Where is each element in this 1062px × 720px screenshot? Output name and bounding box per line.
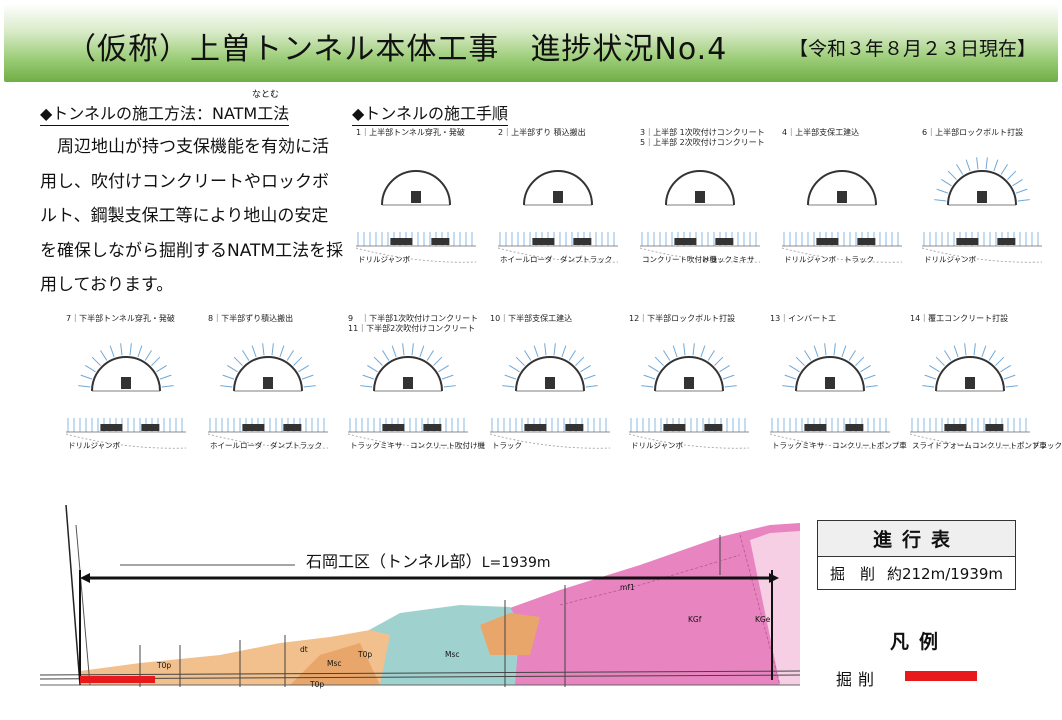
step-panel: 4｜上半部支保工建込ドリルジャンボトラック xyxy=(778,128,906,268)
machine-label: トラック xyxy=(844,255,874,264)
method-description: 周辺地山が持つ支保機能を有効に活用し、吹付けコンクリートやロックボルト、鋼製支保… xyxy=(40,137,344,295)
step-label: 6｜上半部ロックボルト打設 xyxy=(922,128,1024,137)
step-panel: 13｜インバートエトラックミキサコンクリートポンプ車 xyxy=(766,314,907,454)
geo-layer-pink xyxy=(490,523,800,685)
profile-title: 石岡工区（トンネル部）L=1939m xyxy=(306,548,550,572)
geo-label: KGe xyxy=(755,615,771,624)
section-name: 石岡工区（トンネル部） xyxy=(306,552,482,571)
progress-row-value: 約212m/1939m xyxy=(886,565,1004,583)
geo-label: mf1 xyxy=(620,583,635,592)
step-panel: 8｜下半部ずり積込搬出ホイールローダダンプトラック xyxy=(204,314,332,454)
step-panel: 7｜下半部トンネル穿孔・発破ドリルジャンボ xyxy=(62,314,190,454)
step-panel: 12｜下半部ロックボルト打設ドリルジャンボ xyxy=(625,314,753,454)
geo-layer-light-pink xyxy=(750,531,800,685)
machine-label: コンクリート吹付け機 xyxy=(410,441,485,450)
machine-label: ドリルジャンボ xyxy=(784,255,837,264)
step-label: 4｜上半部支保工建込 xyxy=(782,128,860,137)
report-date: 【令和３年８月２３日現在】 xyxy=(788,38,1036,60)
step-label: 9 ｜下半部1次吹付けコンクリート 11｜下半部2次吹付けコンクリート xyxy=(348,314,479,333)
ruby-reading: なとむ xyxy=(252,90,280,100)
geo-label: Msc xyxy=(327,659,342,668)
step-panel: 2｜上半部ずり 積込搬出ホイールローダダンプトラック xyxy=(494,128,622,268)
section-length: L=1939m xyxy=(481,555,551,571)
legend-item-label: 掘削 xyxy=(836,670,881,689)
progress-row: 掘 削 約212m/1939m xyxy=(818,557,1015,590)
step-label: 13｜インバートエ xyxy=(770,314,837,323)
geo-layer-sand-dark xyxy=(290,643,380,685)
step-panel: 1｜上半部トンネル穿孔・発破ドリルジャンボ xyxy=(352,128,480,268)
step-label: 14｜覆工コンクリート打設 xyxy=(910,314,1009,323)
machine-label: コンクリートポンプ車 xyxy=(972,441,1047,450)
method-heading: ◆トンネルの施工方法：NATM工法 xyxy=(40,100,290,126)
step-label: 12｜下半部ロックボルト打設 xyxy=(629,314,736,323)
step-panel: 9 ｜下半部1次吹付けコンクリート 11｜下半部2次吹付けコンクリートトラックミ… xyxy=(344,314,485,454)
header-banner: （仮称）上曽トンネル本体工事 進捗状況No.4 【令和３年８月２３日現在】 xyxy=(4,4,1058,82)
geo-layer-teal xyxy=(340,605,520,685)
machine-label: トラックミキサ xyxy=(350,441,403,450)
progress-row-label: 掘 削 xyxy=(829,565,875,583)
machine-label: ドリルジャンボ xyxy=(358,255,411,264)
step-label: 7｜下半部トンネル穿孔・発破 xyxy=(66,314,175,323)
page-title: （仮称）上曽トンネル本体工事 進捗状況No.4 xyxy=(66,32,728,67)
profile-diagram xyxy=(39,504,801,687)
progress-table: 進行表 掘 削 約212m/1939m xyxy=(817,520,1016,590)
machine-label: コンクリートポンプ車 xyxy=(832,441,907,450)
machine-label: コンクリート吹付け機 xyxy=(642,255,717,264)
geo-label: KGf xyxy=(688,615,702,624)
excavated-bar xyxy=(80,676,155,683)
machine-label: ドリルジャンボ xyxy=(631,441,684,450)
geo-layer-orange xyxy=(480,613,540,655)
steps-heading: ◆トンネルの施工手順 xyxy=(352,100,508,126)
machine-label: トラックミキサ xyxy=(772,441,825,450)
machine-label: ホイールローダ xyxy=(500,255,553,264)
progress-table-title: 進行表 xyxy=(818,521,1015,557)
machine-label: スライドフォーム xyxy=(912,441,972,450)
machine-label: トラックミキサ xyxy=(1032,441,1062,450)
step-panel: 14｜覆工コンクリート打設スライドフォームコンクリートポンプ車トラックミキサ xyxy=(906,314,1062,454)
machine-label: ドリルジャンボ xyxy=(924,255,977,264)
machine-label: ダンプトラック xyxy=(560,255,613,264)
geo-label: T0p xyxy=(157,661,172,670)
step-panel: 10｜下半部支保工建込トラック xyxy=(486,314,614,454)
geo-label: Msc xyxy=(445,650,460,659)
geo-label: dt xyxy=(300,645,308,654)
machine-label: ダンプトラック xyxy=(270,441,323,450)
step-panel: 6｜上半部ロックボルト打設ドリルジャンボ xyxy=(918,128,1046,268)
step-label: 1｜上半部トンネル穿孔・発破 xyxy=(356,128,465,137)
machine-label: トラックミキサ xyxy=(702,255,755,264)
step-label: 8｜下半部ずり積込搬出 xyxy=(208,314,294,323)
step-label: 10｜下半部支保工建込 xyxy=(490,314,573,323)
machine-label: ドリルジャンボ xyxy=(68,441,121,450)
machine-label: トラック xyxy=(492,441,522,450)
legend-swatch-excavation xyxy=(905,671,977,681)
geo-label: T0p xyxy=(358,650,373,659)
step-label: 2｜上半部ずり 積込搬出 xyxy=(498,128,586,137)
machine-label: ホイールローダ xyxy=(210,441,263,450)
step-label: 3｜上半部 1次吹付けコンクリート 5｜上半部 2次吹付けコンクリート xyxy=(640,128,765,147)
legend-title: 凡例 xyxy=(890,631,949,653)
step-panel: 3｜上半部 1次吹付けコンクリート 5｜上半部 2次吹付けコンクリートコンクリー… xyxy=(636,128,765,268)
geological-profile: T0p Msc T0p Msc T0p KGf KGe dt mf1 xyxy=(39,495,801,710)
geo-label: T0p xyxy=(310,680,325,689)
